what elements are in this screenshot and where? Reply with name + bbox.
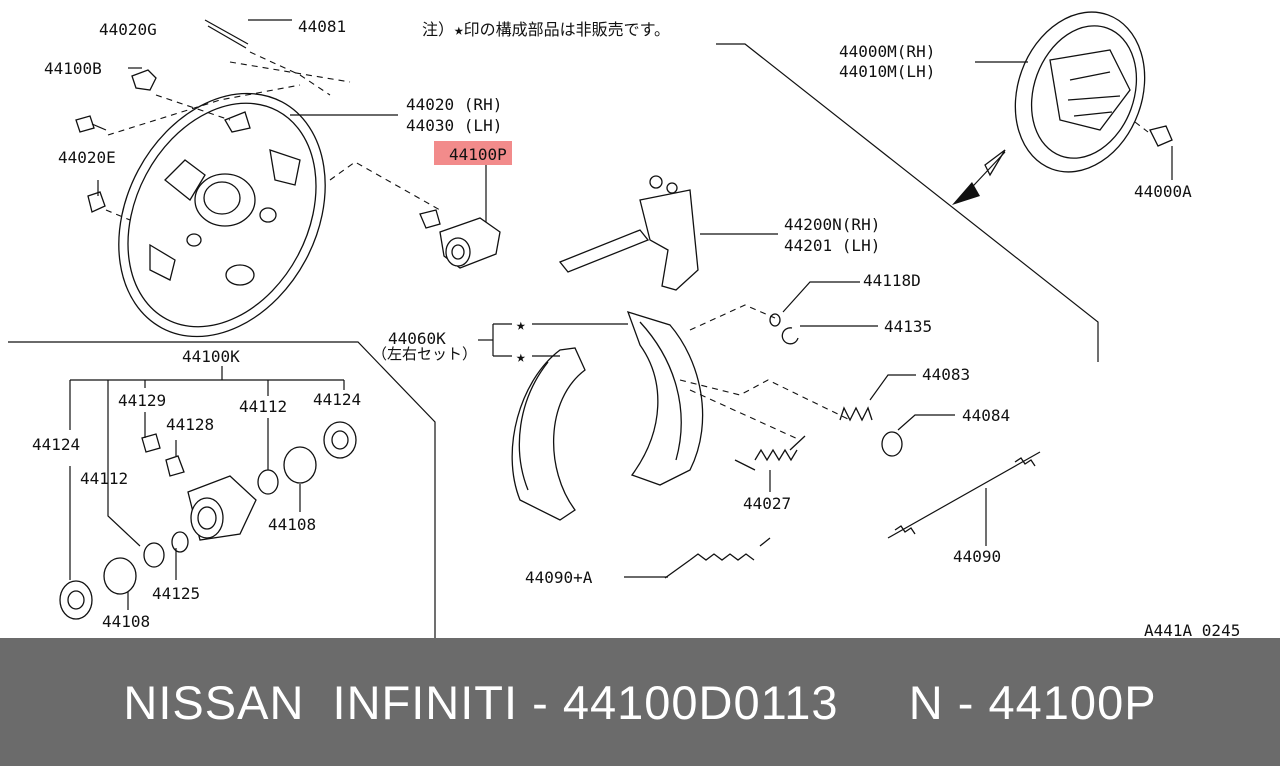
label-44100B: 44100B (44, 59, 102, 78)
brake-shoes-drawing (511, 310, 704, 521)
label-44060K-sub: （左右セット） (372, 345, 477, 363)
label-44030-lh: 44030 (LH) (406, 116, 502, 135)
label-44060K: 44060K (388, 329, 446, 348)
label-44125: 44125 (152, 584, 200, 603)
small-parts-top-left (75, 19, 249, 213)
backing-plate-drawing (118, 92, 326, 338)
label-44112-lower: 44112 (80, 469, 128, 488)
footer-bar: NISSAN INFINITI - 44100D0113 N - 44100P (0, 638, 1280, 766)
label-44020E: 44020E (58, 148, 116, 167)
springs-drawing (664, 313, 1041, 579)
wheel-cylinder-drawing (419, 209, 501, 269)
label-44100P: 44100P (449, 145, 507, 164)
label-44010M: 44010M(LH) (839, 62, 935, 81)
star-lower: ★ (516, 347, 526, 366)
label-44108-left: 44108 (102, 612, 150, 631)
label-44124-right: 44124 (313, 390, 361, 409)
label-44129: 44129 (118, 391, 166, 410)
star-upper: ★ (516, 315, 526, 334)
label-44020G: 44020G (99, 20, 157, 39)
label-44027: 44027 (743, 494, 791, 513)
label-44000M: 44000M(RH) (839, 42, 935, 61)
label-44100K: 44100K (182, 347, 240, 366)
diagram-canvas: 注）★印の構成部品は非販売です。 44020G 44081 44100B 440… (8, 11, 1240, 638)
label-44108-right: 44108 (268, 515, 316, 534)
label-44090: 44090 (953, 547, 1001, 566)
label-44135: 44135 (884, 317, 932, 336)
label-44000A: 44000A (1134, 182, 1192, 201)
label-44090A: 44090+A (525, 568, 593, 587)
cylinder-kit-drawing (59, 421, 357, 620)
leader-lines (8, 19, 1173, 638)
footer-part-number: NISSAN INFINITI - 44100D0113 N - 44100P (123, 675, 1157, 729)
label-44083: 44083 (922, 365, 970, 384)
label-44128: 44128 (166, 415, 214, 434)
label-44020-rh: 44020 (RH) (406, 95, 502, 114)
parts-diagram: 注）★印の構成部品は非販売です。 44020G 44081 44100B 440… (8, 11, 1241, 638)
label-44084: 44084 (962, 406, 1010, 425)
label-44118D: 44118D (863, 271, 921, 290)
parking-lever-drawing (558, 175, 699, 291)
brake-assembly-drawing (952, 11, 1173, 205)
note-text: 注）★印の構成部品は非販売です。 (422, 20, 670, 39)
label-44112-upper: 44112 (239, 397, 287, 416)
label-44081: 44081 (298, 17, 346, 36)
label-44201: 44201 (LH) (784, 236, 880, 255)
drawing-code: A441A 0245 (1144, 621, 1240, 638)
label-44200N: 44200N(RH) (784, 215, 880, 234)
part-labels: 注）★印の構成部品は非販売です。 44020G 44081 44100B 440… (32, 17, 1240, 638)
label-44124-left: 44124 (32, 435, 80, 454)
highlight-44100P (434, 141, 512, 165)
